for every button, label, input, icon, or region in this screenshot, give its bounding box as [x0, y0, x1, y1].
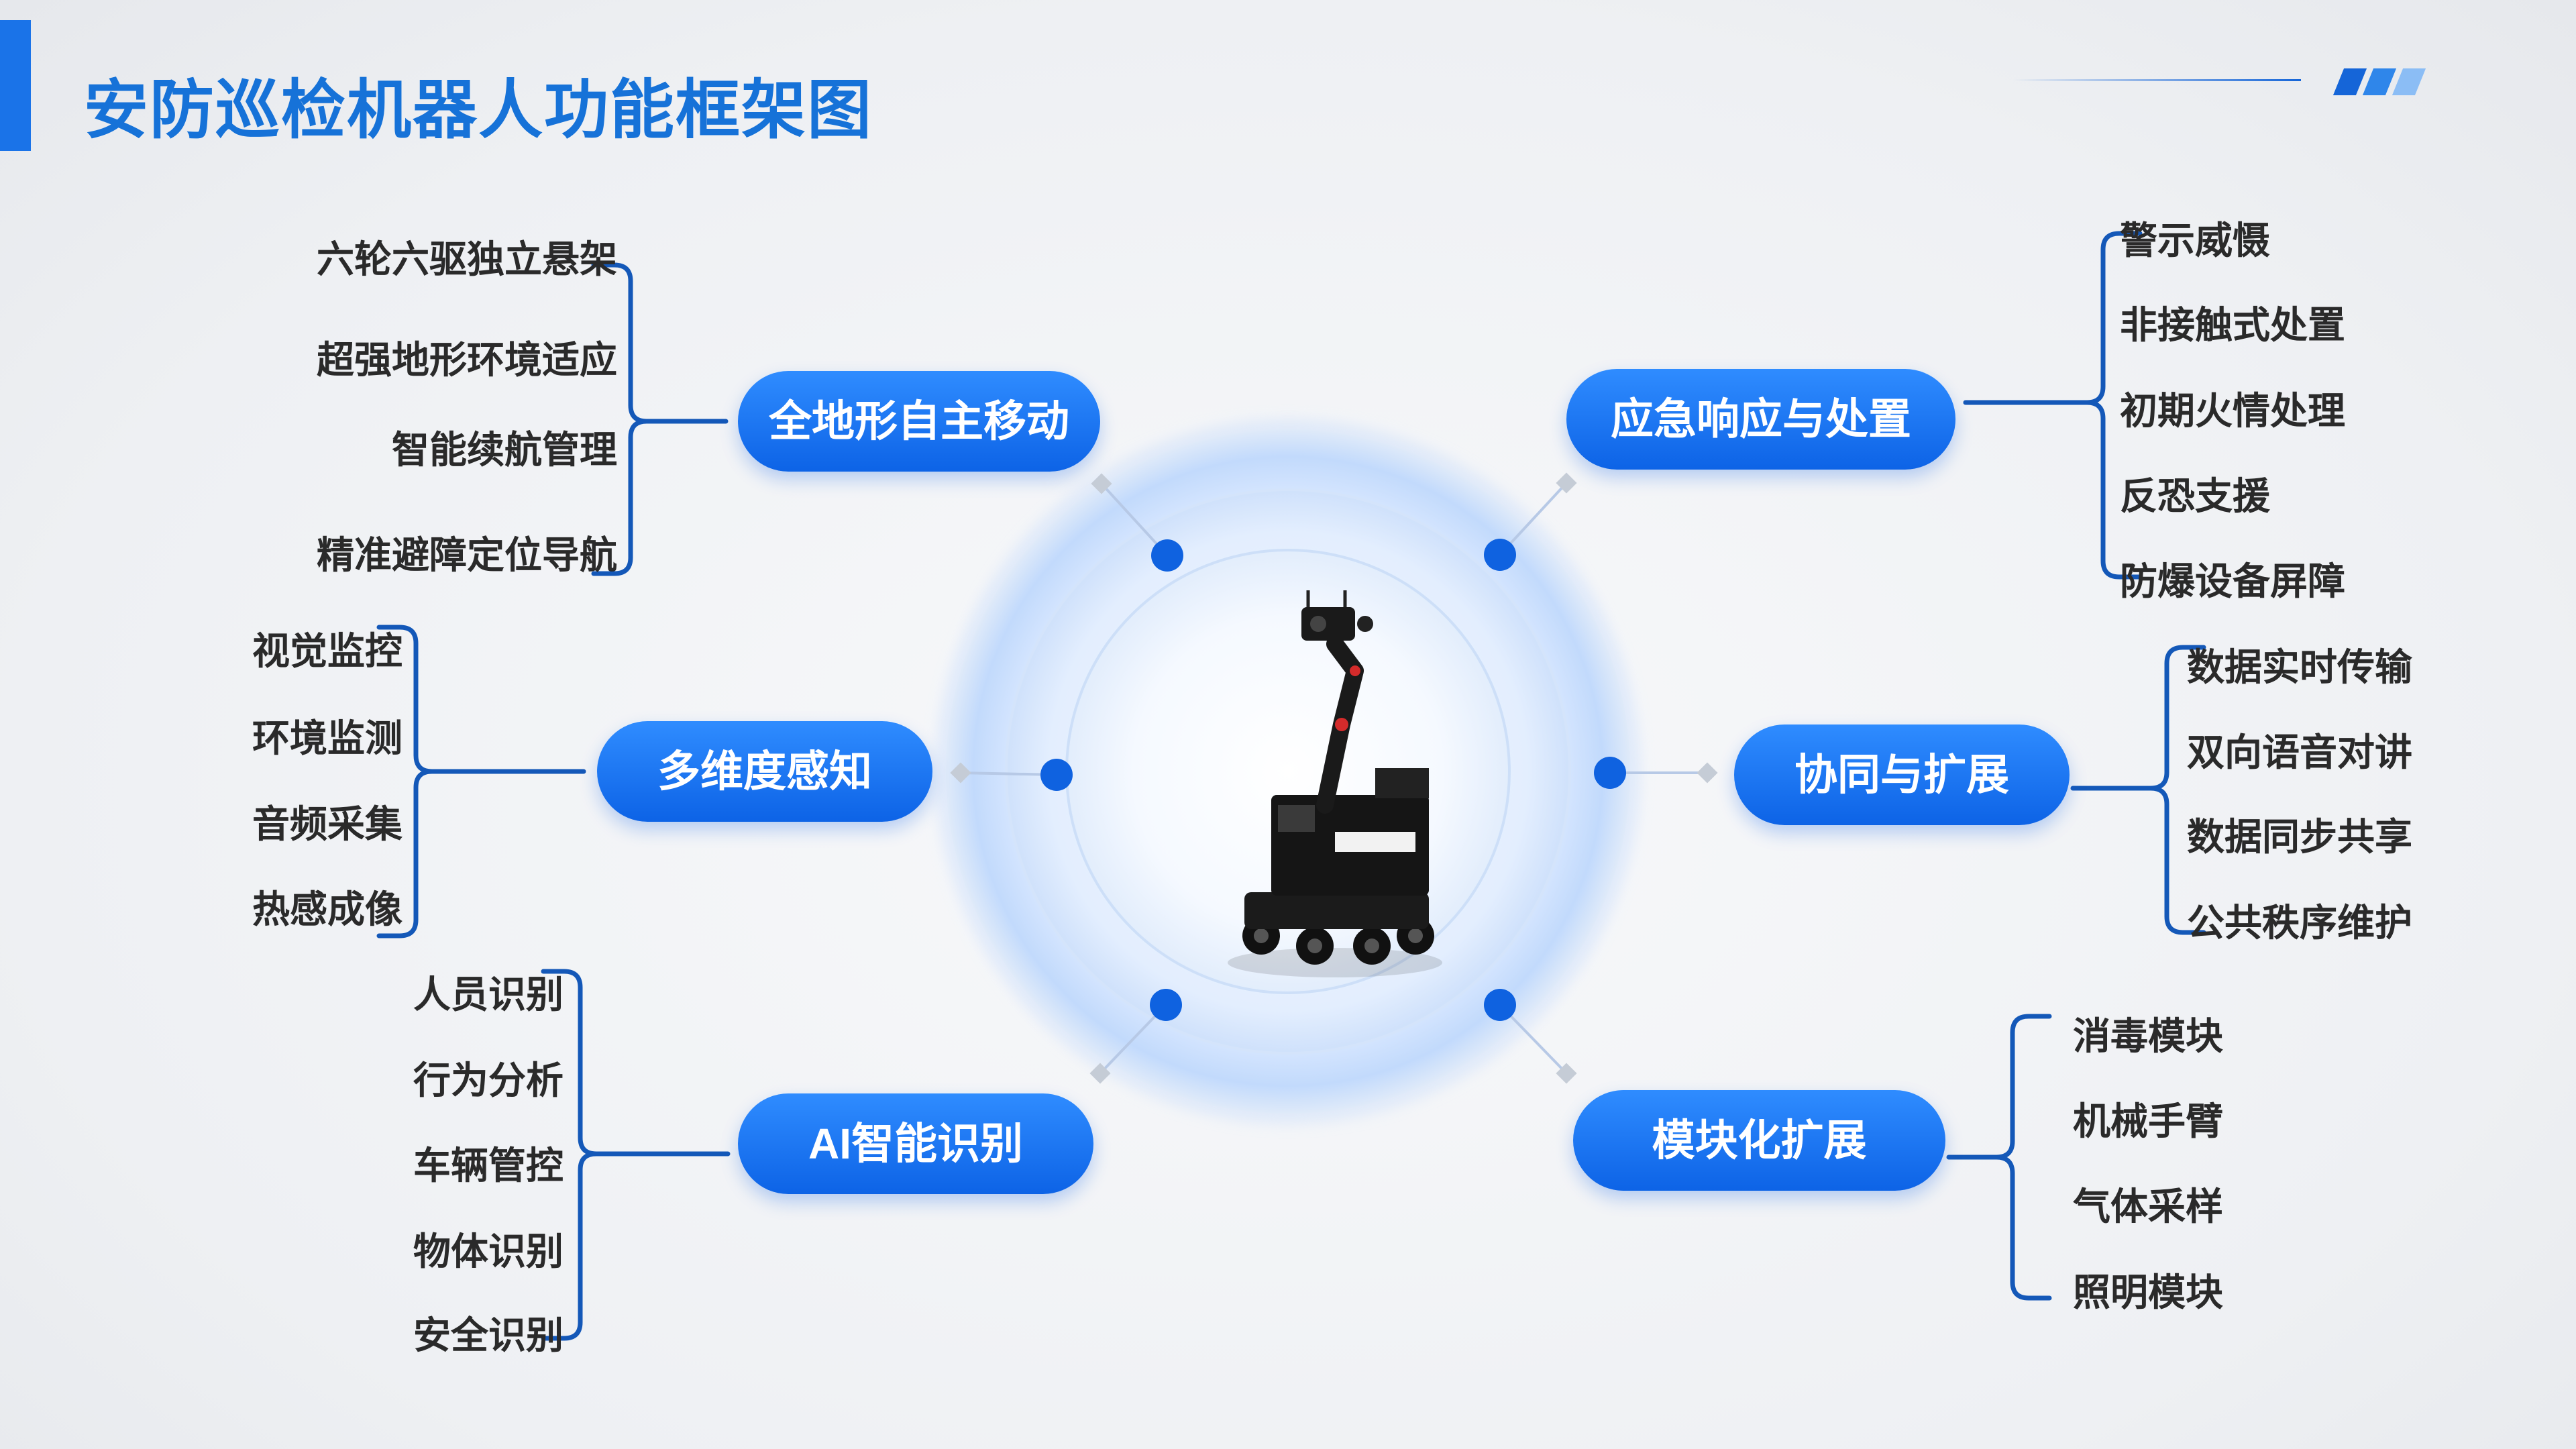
hub-perception: 多维度感知: [597, 721, 932, 822]
connector-diamond-modular: [1556, 1063, 1577, 1084]
item-perception-1: 环境监测: [252, 717, 402, 759]
hub-modular: 模块化扩展: [1573, 1090, 1945, 1191]
robot-hub-0: [1254, 928, 1269, 943]
item-collab-1: 双向语音对讲: [2187, 731, 2412, 773]
header-decor-line: [2012, 79, 2301, 81]
robot-rear-box: [1375, 768, 1429, 798]
robot-head: [1301, 607, 1355, 641]
robot-side-light: [1357, 616, 1373, 632]
connector-line-emergency: [1499, 482, 1568, 556]
bracket-emergency: [1963, 231, 2143, 580]
robot-camera-lens: [1310, 616, 1326, 632]
item-ai-0: 人员识别: [413, 973, 564, 1016]
connector-diamond-collab: [1697, 762, 1718, 784]
item-emergency-0: 警示威慑: [2120, 219, 2270, 262]
bracket-all-terrain: [591, 262, 729, 576]
item-emergency-3: 反恐支援: [2120, 475, 2270, 517]
item-modular-3: 照明模块: [2073, 1271, 2223, 1313]
robot-arm-joint-2: [1350, 665, 1360, 676]
item-modular-1: 机械手臂: [2073, 1100, 2223, 1142]
item-ai-2: 车辆管控: [413, 1144, 564, 1187]
item-ai-4: 安全识别: [413, 1314, 564, 1356]
connector-diamond-emergency: [1556, 472, 1577, 494]
robot-hub-3: [1408, 928, 1423, 943]
item-collab-0: 数据实时传输: [2187, 646, 2412, 688]
robot-arm: [1316, 635, 1364, 814]
bracket-modular: [1946, 1014, 2052, 1301]
robot-shadow: [1228, 948, 1442, 977]
item-ai-3: 物体识别: [413, 1230, 564, 1273]
item-all-terrain-0: 六轮六驱独立悬架: [317, 238, 617, 280]
connector-node-perception: [1040, 759, 1073, 791]
hub-collab: 协同与扩展: [1734, 724, 2070, 825]
item-modular-2: 气体采样: [2073, 1185, 2223, 1228]
item-ai-1: 行为分析: [413, 1059, 564, 1102]
item-emergency-1: 非接触式处置: [2120, 304, 2345, 346]
robot-hub-1: [1307, 938, 1322, 953]
item-all-terrain-3: 精准避障定位导航: [317, 534, 617, 576]
robot-panel: [1278, 805, 1315, 832]
connector-line-all-terrain: [1100, 482, 1169, 557]
connector-diamond-ai: [1089, 1063, 1111, 1084]
robot-body-stripe: [1335, 832, 1415, 852]
item-perception-0: 视觉监控: [252, 630, 402, 672]
connector-diamond-perception: [950, 762, 971, 784]
page-title: 安防巡检机器人功能框架图: [84, 74, 873, 146]
bracket-perception: [376, 625, 586, 938]
hub-ai: AI智能识别: [738, 1093, 1093, 1194]
bracket-ai: [541, 969, 731, 1341]
connector-node-collab: [1594, 757, 1626, 789]
robot-illustration: [1228, 590, 1442, 977]
item-emergency-4: 防爆设备屏障: [2120, 560, 2345, 602]
connector-node-ai: [1150, 989, 1182, 1021]
item-all-terrain-2: 智能续航管理: [392, 429, 617, 471]
connector-node-modular: [1484, 989, 1516, 1021]
item-emergency-2: 初期火情处理: [2120, 390, 2345, 432]
hub-all-terrain: 全地形自主移动: [738, 371, 1100, 472]
item-all-terrain-1: 超强地形环境适应: [317, 339, 617, 381]
item-perception-2: 音频采集: [252, 803, 402, 845]
item-collab-3: 公共秩序维护: [2187, 902, 2412, 944]
connector-node-all-terrain: [1151, 539, 1183, 572]
robot-hub-2: [1364, 938, 1379, 953]
hub-emergency: 应急响应与处置: [1566, 369, 1955, 470]
robot-arm-joint-1: [1335, 718, 1348, 731]
item-perception-3: 热感成像: [252, 888, 402, 930]
title-accent-bar: [0, 20, 31, 151]
item-modular-0: 消毒模块: [2073, 1015, 2223, 1057]
connector-node-emergency: [1484, 539, 1516, 571]
robot-chassis: [1244, 892, 1429, 929]
item-collab-2: 数据同步共享: [2187, 816, 2412, 858]
bracket-collab: [2070, 645, 2206, 935]
